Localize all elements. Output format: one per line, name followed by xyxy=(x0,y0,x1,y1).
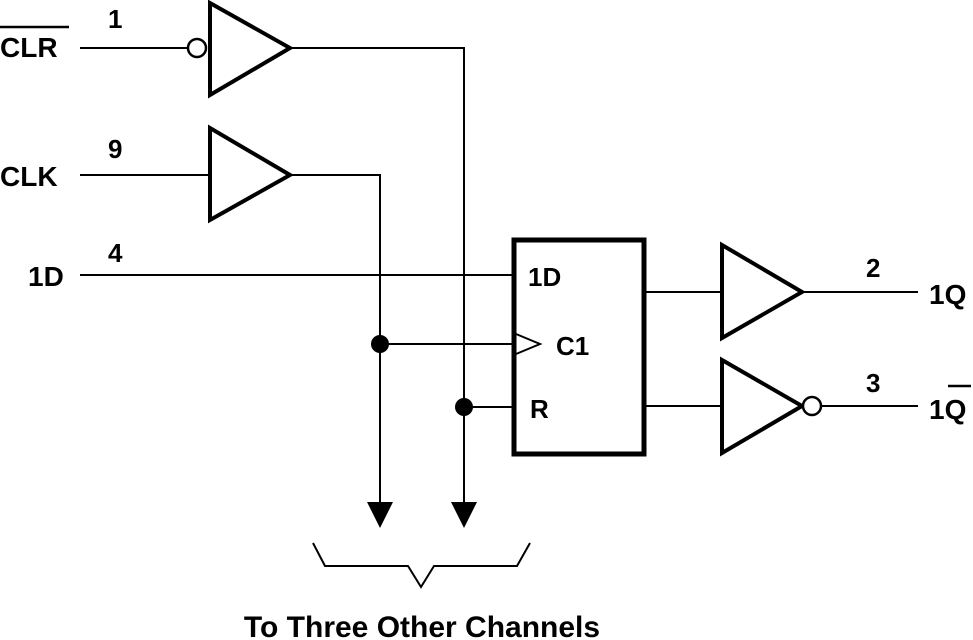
q-pin-number: 2 xyxy=(866,253,880,283)
q-output: 2 1Q xyxy=(644,241,966,342)
ff-d-label: 1D xyxy=(528,262,561,292)
q-label: 1Q xyxy=(929,279,966,310)
clk-pin-number: 9 xyxy=(108,134,122,164)
clr-pin-number: 1 xyxy=(108,4,122,34)
qbar-buffer xyxy=(720,356,806,457)
ff-reset-label: R xyxy=(530,394,549,424)
reset-junction-dot xyxy=(455,398,473,416)
d-flip-flop: 1D C1 R xyxy=(511,237,647,457)
channels-caption: To Three Other Channels xyxy=(244,611,600,640)
clock-edge-triangle xyxy=(515,333,543,355)
clr-buffer xyxy=(208,0,295,99)
clock-junction-dot xyxy=(371,335,389,353)
clk-label: CLK xyxy=(0,161,58,192)
d-input: 1D 4 xyxy=(28,238,514,292)
clk-input: CLK 9 xyxy=(0,124,381,505)
clock-down-arrow xyxy=(367,502,393,528)
clr-inversion-bubble xyxy=(186,37,208,59)
q-buffer xyxy=(720,241,806,342)
clr-label: CLR xyxy=(0,32,58,63)
clk-buffer xyxy=(208,124,295,224)
d-label: 1D xyxy=(28,261,64,292)
d-pin-number: 4 xyxy=(108,238,123,268)
qbar-output: 3 1Q xyxy=(644,356,971,457)
clk-internal-wire xyxy=(290,174,381,505)
channels-brace xyxy=(312,542,531,589)
clr-input: CLR 1 xyxy=(0,0,465,505)
qbar-label: 1Q xyxy=(929,394,966,425)
flip-flop-box xyxy=(511,237,647,457)
clr-internal-wire xyxy=(290,47,465,505)
qbar-pin-number: 3 xyxy=(866,368,880,398)
ff-clock-label: C1 xyxy=(556,331,589,361)
qbar-inversion-bubble xyxy=(801,395,823,417)
clear-down-arrow xyxy=(451,502,477,528)
